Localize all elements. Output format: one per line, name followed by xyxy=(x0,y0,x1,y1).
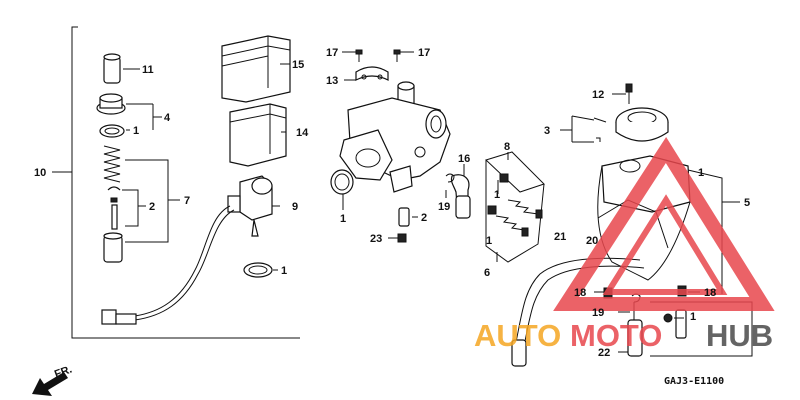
part-12-screw xyxy=(612,83,633,104)
part-19-clip xyxy=(445,173,455,198)
part-15-cover xyxy=(221,35,291,103)
front-direction-label: FR. xyxy=(53,363,74,380)
bracket-7 xyxy=(125,159,180,243)
callout-7: 7 xyxy=(184,195,190,207)
callout-14: 14 xyxy=(296,127,309,139)
drawing-code: GAJ3-E1100 xyxy=(664,376,724,387)
part-13-clamp xyxy=(344,66,389,81)
callout-1: 1 xyxy=(133,125,139,137)
callout-4: 4 xyxy=(164,112,171,124)
part-11-cap xyxy=(103,53,140,84)
part-4-valve-top xyxy=(96,93,162,130)
callout-18: 18 xyxy=(574,287,586,299)
callout-1: 1 xyxy=(698,167,704,179)
part-21-hose xyxy=(511,257,645,367)
part-22-drain-hose xyxy=(618,319,643,357)
watermark-logo: AUTO MOTO HUB xyxy=(474,136,775,353)
callout-13: 13 xyxy=(326,75,338,87)
callout-23: 23 xyxy=(370,233,382,245)
part-16-filter xyxy=(450,164,471,219)
part-1-oring-choke xyxy=(243,262,278,278)
part-2-jet xyxy=(398,207,418,227)
callout-8: 8 xyxy=(504,141,510,153)
callout-2: 2 xyxy=(149,201,155,213)
callout-18: 18 xyxy=(704,287,716,299)
callout-17: 17 xyxy=(326,47,338,59)
callout-20: 20 xyxy=(586,235,598,247)
part-23-screw xyxy=(388,233,407,243)
callout-19: 19 xyxy=(438,201,450,213)
watermark-triangle-icon xyxy=(553,136,775,311)
bracket-10 xyxy=(52,26,300,339)
watermark-word-2: MOTO xyxy=(570,318,662,353)
callout-9: 9 xyxy=(292,201,298,213)
callout-6: 6 xyxy=(484,267,490,279)
part-2-clips xyxy=(107,186,146,230)
callout-1: 1 xyxy=(281,265,287,277)
front-direction-arrow-icon: FR. xyxy=(32,363,74,396)
part-9-auto-choke xyxy=(101,175,280,325)
part-screw-set xyxy=(487,173,543,237)
part-14-cover xyxy=(229,103,287,167)
callout-1: 1 xyxy=(690,311,696,323)
callout-1: 1 xyxy=(486,235,492,247)
callout-1: 1 xyxy=(340,213,346,225)
callout-1: 1 xyxy=(494,189,500,201)
watermark-word-1: AUTO xyxy=(474,318,561,353)
part-1-oring-carb xyxy=(330,169,354,210)
callout-12: 12 xyxy=(592,89,604,101)
callout-19: 19 xyxy=(592,307,604,319)
callout-5: 5 xyxy=(744,197,750,209)
callout-16: 16 xyxy=(458,153,470,165)
callout-2: 2 xyxy=(421,212,427,224)
part-jet-holder xyxy=(103,232,123,263)
callout-17: 17 xyxy=(418,47,430,59)
callout-15: 15 xyxy=(292,59,304,71)
callout-11: 11 xyxy=(142,64,154,76)
carburetor-body xyxy=(339,81,451,193)
part-3-thermal xyxy=(560,107,669,143)
callout-21: 21 xyxy=(554,231,566,243)
part-spring xyxy=(103,145,121,183)
part-1-oring-left xyxy=(99,124,130,138)
callout-3: 3 xyxy=(544,125,550,137)
watermark-word-3: HUB xyxy=(706,318,773,353)
callout-10: 10 xyxy=(34,167,46,179)
callout-22: 22 xyxy=(598,347,610,359)
bracket-8-6 xyxy=(485,151,545,263)
part-17-screws xyxy=(342,49,414,62)
